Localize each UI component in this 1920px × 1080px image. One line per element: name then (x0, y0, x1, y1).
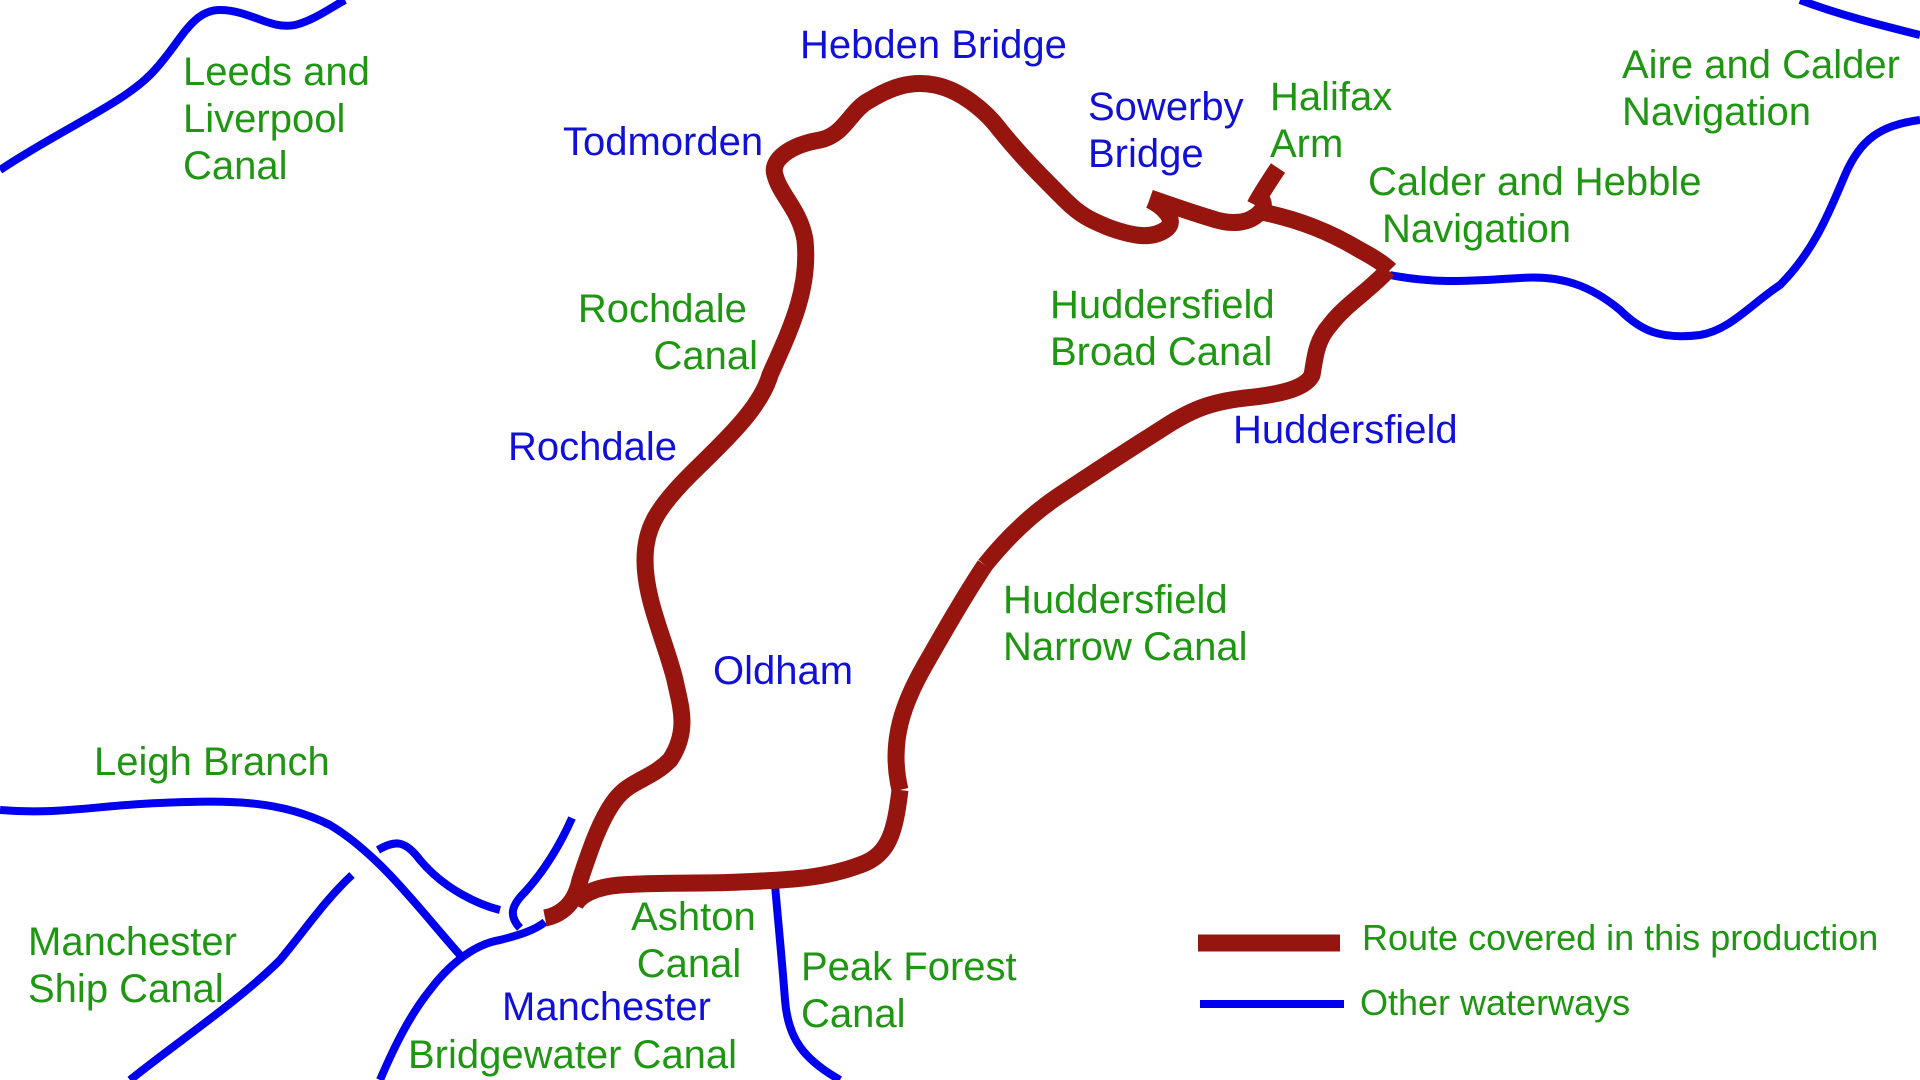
todmorden-label: Todmorden (563, 120, 763, 164)
hebden-bridge-label: Hebden Bridge (800, 23, 1067, 67)
bridgewater-label: Bridgewater Canal (408, 1033, 737, 1077)
huddersfield-broad-label: Huddersfield Broad Canal (1050, 283, 1286, 374)
route-covered (542, 75, 1397, 927)
rochdale-label: Rochdale (508, 425, 677, 469)
town-labels: Hebden Bridge Todmorden Sowerby Bridge H… (502, 23, 1458, 1029)
legend-route-label: Route covered in this production (1362, 917, 1878, 958)
legend: Route covered in this production Other w… (1198, 917, 1878, 1023)
calder-hebble-east (1260, 203, 1397, 277)
ashton-canal-route (567, 788, 909, 910)
huddersfield-label: Huddersfield (1233, 408, 1458, 452)
halifax-arm-route (1247, 163, 1286, 209)
aire-calder-label: Aire and Calder Navigation (1622, 43, 1911, 134)
oldham-label: Oldham (713, 649, 853, 693)
legend-other-label: Other waterways (1360, 982, 1630, 1023)
rochdale-canal-route (542, 75, 1179, 927)
huddersfield-broad-route (978, 264, 1395, 571)
peak-forest-line (771, 884, 842, 1080)
leeds-liverpool-label: Leeds and Liverpool Canal (183, 50, 381, 188)
branch-top-left (375, 839, 502, 914)
manchester-label: Manchester (502, 985, 711, 1029)
aire-calder-line-2 (1389, 116, 1920, 341)
ship-canal-line (127, 872, 355, 1080)
manchester-ship-label: Manchester Ship Canal (28, 920, 248, 1011)
leigh-branch-line (0, 797, 463, 958)
calder-hebble-label: Calder and Hebble Navigation (1368, 160, 1713, 251)
huddersfield-narrow-label: Huddersfield Narrow Canal (1003, 578, 1248, 669)
branch-top-right (508, 816, 576, 931)
sowerby-bridge-label: Sowerby Bridge (1088, 85, 1255, 176)
leigh-branch-label: Leigh Branch (94, 740, 330, 784)
canal-labels: Leeds and Liverpool Canal Aire and Calde… (28, 43, 1911, 1077)
huddersfield-narrow-route (887, 560, 993, 792)
peak-forest-label: Peak Forest Canal (801, 945, 1028, 1036)
aire-calder-line (1798, 0, 1920, 39)
halifax-arm-label: Halifax Arm (1270, 75, 1403, 166)
bridgewater-line (376, 918, 548, 1080)
leeds-liverpool-canal-line (0, 0, 347, 174)
rochdale-canal-label: Rochdale Canal (578, 287, 758, 378)
ashton-canal-label: Ashton Canal (631, 895, 767, 986)
